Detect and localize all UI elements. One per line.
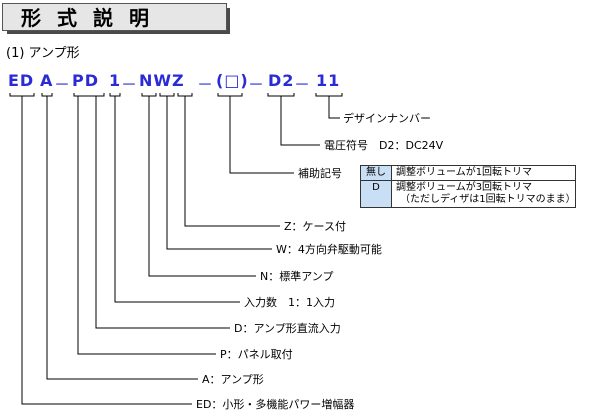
aux-value: 調整ボリュームが3回転トリマ: [396, 182, 533, 193]
code-11: 11: [316, 71, 341, 90]
code-dash-2: －: [121, 75, 138, 94]
aux-key: 無し: [360, 165, 392, 181]
label-z: Z：ケース付: [284, 220, 346, 233]
label-ed: ED：小形・多機能パワー増幅器: [196, 398, 355, 411]
aux-note: （ただしディザは1回転トリマのまま）: [400, 194, 576, 205]
aux-row: D 調整ボリュームが3回転トリマ （ただしディザは1回転トリマのまま）: [360, 180, 576, 208]
code-dash-1: －: [54, 75, 71, 94]
page-title: 形式説明: [21, 6, 165, 30]
code-paren-box: (□): [216, 71, 249, 90]
aux-table: 無し 調整ボリュームが1回転トリマ D 調整ボリュームが3回転トリマ （ただしデ…: [360, 165, 576, 208]
label-input: 入力数 1：1入力: [244, 296, 335, 309]
label-voltage: 電圧符号 D2：DC24V: [324, 139, 444, 152]
aux-key: D: [360, 180, 392, 208]
label-n: N：標準アンプ: [260, 270, 334, 283]
label-a: A：アンプ形: [202, 373, 264, 386]
aux-row: 無し 調整ボリュームが1回転トリマ: [360, 165, 576, 181]
code-ed: ED: [8, 71, 35, 90]
label-design-number: デザインナンバー: [343, 112, 431, 125]
code-a: A: [40, 71, 54, 90]
code-d2: D2: [268, 71, 295, 90]
aux-value-cell: 調整ボリュームが3回転トリマ （ただしディザは1回転トリマのまま）: [391, 180, 576, 208]
code-1: 1: [109, 71, 122, 90]
label-w: W：4方向弁駆動可能: [276, 243, 382, 256]
code-nwz: NWZ: [139, 71, 185, 90]
label-aux: 補助記号: [298, 167, 342, 180]
code-dash-5: －: [294, 75, 311, 94]
code-pd: PD: [72, 71, 100, 90]
title-banner-box: 形式説明: [2, 3, 227, 31]
label-d: D：アンプ形直流入力: [234, 322, 341, 335]
code-dash-3: －: [197, 75, 214, 94]
section-subtitle: (1) アンプ形: [6, 46, 80, 61]
aux-value: 調整ボリュームが1回転トリマ: [391, 165, 576, 181]
code-dash-4: －: [248, 75, 265, 94]
title-banner: 形式説明: [2, 3, 230, 34]
label-p: P：パネル取付: [220, 348, 293, 361]
